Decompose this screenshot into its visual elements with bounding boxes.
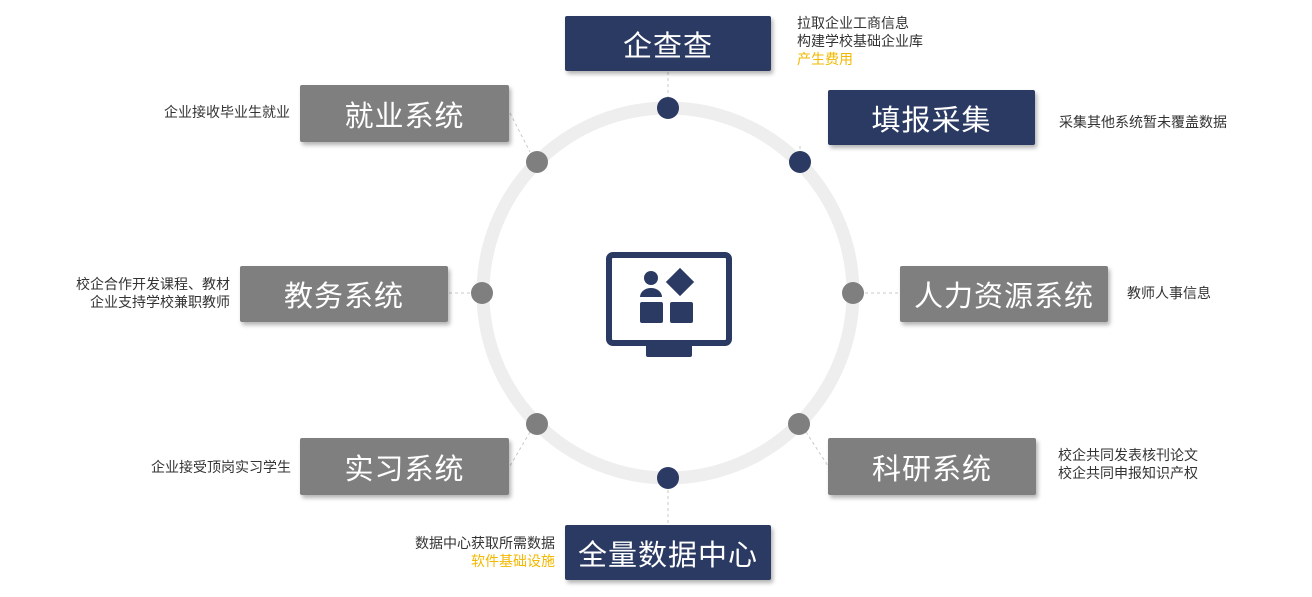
node-shixi: 实习系统 [300,438,509,495]
connector-jiuye [509,112,531,153]
node-shuju: 全量数据中心 [565,525,771,580]
note-shixi-line-1: 企业接受顶岗实习学生 [151,460,291,476]
node-jiuye: 就业系统 [300,85,509,142]
note-qichacha-highlight: 产生费用 [797,52,853,68]
note-renli: 教师人事信息 [1127,285,1211,303]
node-renli: 人力资源系统 [900,266,1108,322]
node-tianbao: 填报采集 [828,90,1035,145]
note-jiaowu-line-1: 校企合作开发课程、教材 [76,277,230,293]
note-qichacha-line-1: 拉取企业工商信息 [797,16,909,32]
connector-keyan [805,431,829,467]
dot-shixi [526,413,548,435]
note-keyan-line-2: 校企共同申报知识产权 [1058,466,1198,482]
dot-tianbao [789,151,811,173]
note-shuju-highlight: 软件基础设施 [471,554,555,570]
dot-renli [842,282,864,304]
dot-qichacha [657,97,679,119]
node-jiaowu: 教务系统 [240,266,448,322]
dot-shuju [657,467,679,489]
note-shuju-line-1: 数据中心获取所需数据 [415,536,555,552]
note-tianbao: 采集其他系统暂未覆盖数据 [1059,114,1227,132]
note-tianbao-line-1: 采集其他系统暂未覆盖数据 [1059,115,1227,131]
dot-jiaowu [471,282,493,304]
note-jiuye-line-1: 企业接收毕业生就业 [164,105,290,121]
note-shixi: 企业接受顶岗实习学生 [151,459,291,477]
note-jiaowu-line-2: 企业支持学校兼职教师 [90,295,230,311]
note-keyan: 校企共同发表核刊论文 校企共同申报知识产权 [1058,447,1198,483]
note-qichacha: 拉取企业工商信息 构建学校基础企业库 产生费用 [797,15,923,69]
dot-keyan [788,413,810,435]
note-shuju: 数据中心获取所需数据 软件基础设施 [415,535,555,571]
dot-jiuye [526,151,548,173]
node-qichacha: 企查查 [565,16,771,71]
note-jiuye: 企业接收毕业生就业 [164,104,290,122]
monitor-blocks-icon [606,252,732,357]
note-keyan-line-1: 校企共同发表核刊论文 [1058,448,1198,464]
note-jiaowu: 校企合作开发课程、教材 企业支持学校兼职教师 [76,276,230,312]
note-renli-line-1: 教师人事信息 [1127,286,1211,302]
connector-shixi [509,431,531,467]
node-keyan: 科研系统 [828,438,1036,495]
note-qichacha-line-2: 构建学校基础企业库 [797,34,923,50]
